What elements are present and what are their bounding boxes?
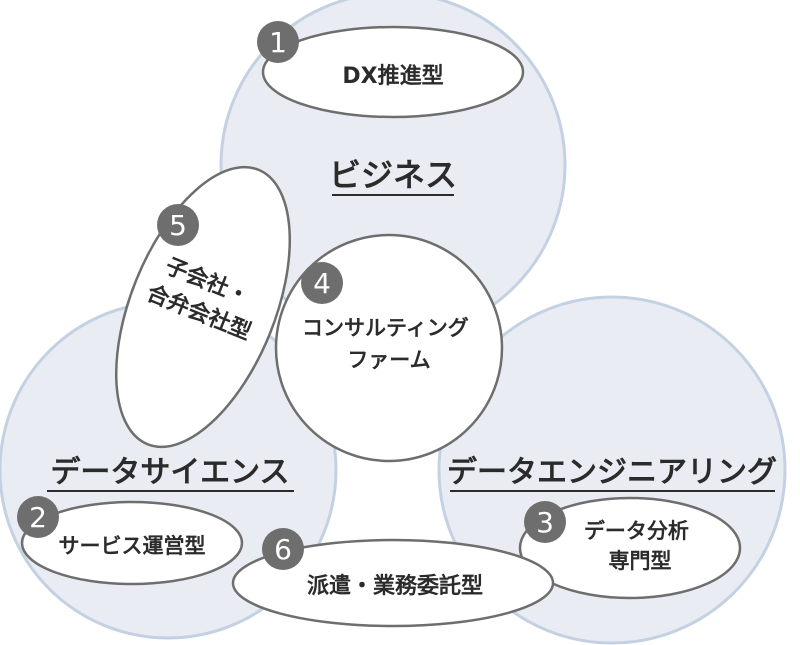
svg-text:3: 3 (536, 506, 554, 539)
type-5-ellipse (114, 165, 292, 449)
data-engineering-label: データエンジニアリング (447, 455, 777, 492)
data-science-label: データサイエンス (47, 455, 294, 492)
type-2-label: サービス運営型 (59, 534, 206, 558)
type-2-ellipse (20, 500, 244, 586)
svg-text:4: 4 (313, 267, 331, 300)
svg-text:データサイエンス: データサイエンス (50, 455, 289, 490)
type-1-label: DX推進型 (342, 64, 443, 89)
svg-text:5: 5 (169, 209, 187, 242)
type-3-label: データ分析 専門型 (584, 519, 696, 573)
svg-text:2: 2 (29, 501, 47, 534)
svg-text:1: 1 (269, 26, 287, 59)
type-2-badge: 2 (17, 496, 59, 538)
svg-text:データエンジニアリング: データエンジニアリング (447, 455, 777, 490)
type-3-ellipse (518, 496, 742, 600)
business-label: ビジネス (329, 156, 457, 196)
type-1-badge: 1 (257, 21, 299, 63)
type-5-badge: 5 (157, 204, 199, 246)
type-1-ellipse (261, 25, 525, 119)
type-6-ellipse (231, 538, 555, 628)
type-3-badge: 3 (524, 501, 566, 543)
type-4-label: コンサルティング ファーム (302, 316, 476, 372)
type-4-badge: 4 (301, 262, 343, 304)
type-6-label: 派遣・業務委託型 (307, 573, 483, 599)
svg-text:6: 6 (274, 533, 292, 566)
svg-text:ビジネス: ビジネス (329, 156, 457, 194)
type-6-badge: 6 (262, 528, 304, 570)
